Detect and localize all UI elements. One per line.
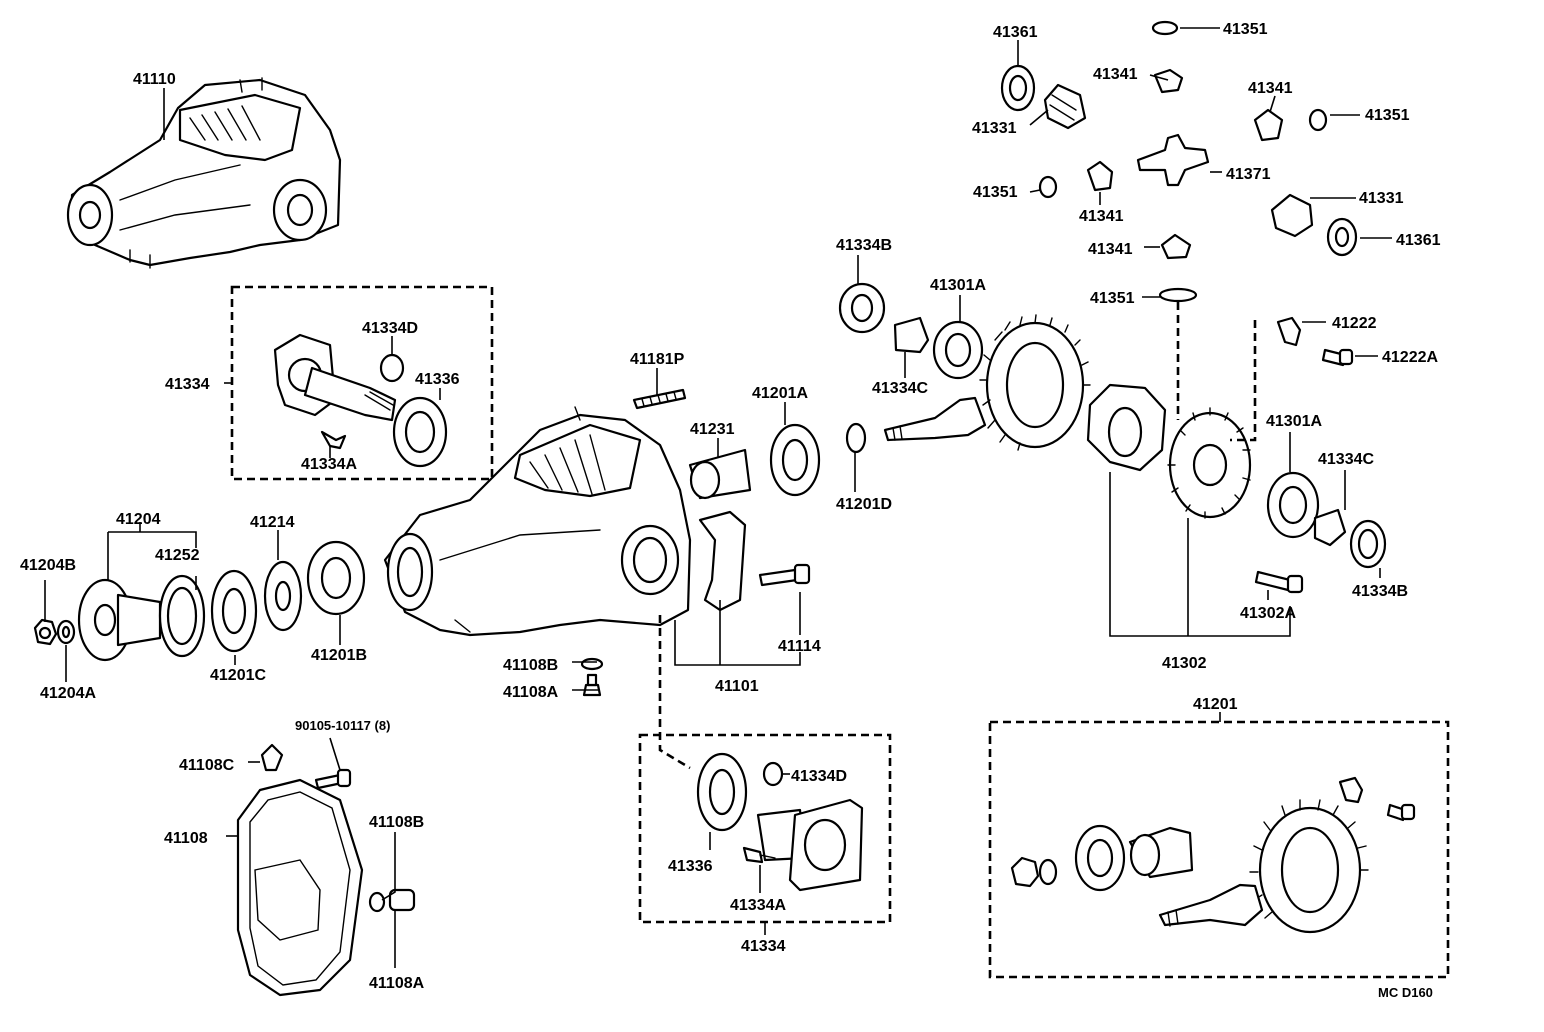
part-number-labels: 41110 41334 41334D 41336 41334A 41204 41…: [20, 21, 1441, 1000]
label-41334D-lower[interactable]: 41334D: [791, 768, 847, 785]
label-41302[interactable]: 41302: [1162, 655, 1207, 672]
axle-shaft-kit-41334-upper: [230, 285, 494, 481]
label-41108C[interactable]: 41108C: [179, 757, 235, 774]
label-41341-a[interactable]: 41341: [1093, 66, 1138, 83]
differential-carrier-assembly-41110: [66, 77, 342, 269]
label-41181P[interactable]: 41181P: [630, 351, 685, 368]
label-41201D[interactable]: 41201D: [836, 496, 892, 513]
bearing-41201A-left: [769, 423, 821, 497]
differential-gear-cluster: [1000, 20, 1358, 442]
label-41201A-left[interactable]: 41201A: [752, 385, 808, 402]
label-41331-left[interactable]: 41331: [972, 120, 1017, 137]
label-41204[interactable]: 41204: [116, 511, 161, 528]
label-41108A-middle[interactable]: 41108A: [503, 684, 559, 701]
label-41108A-lower[interactable]: 41108A: [369, 975, 425, 992]
label-41341-b[interactable]: 41341: [1248, 80, 1293, 97]
label-41334A-upper[interactable]: 41334A: [301, 456, 357, 473]
label-41302A[interactable]: 41302A: [1240, 605, 1296, 622]
label-41201B[interactable]: 41201B: [311, 647, 367, 664]
label-41214[interactable]: 41214: [250, 514, 295, 531]
label-41341-c[interactable]: 41341: [1079, 208, 1124, 225]
label-41201[interactable]: 41201: [1193, 696, 1238, 713]
label-41201C[interactable]: 41201C: [210, 667, 266, 684]
ring-gear-kit-41201: [988, 720, 1450, 979]
leader-lines: [44, 27, 1392, 968]
label-41361-right[interactable]: 41361: [1396, 232, 1441, 249]
axle-shaft-kit-41334-lower: [638, 615, 892, 924]
differential-carrier-41101: [383, 406, 747, 637]
carrier-cover-41108: [236, 743, 416, 997]
differential-case-41302: [1086, 383, 1387, 594]
label-41231[interactable]: 41231: [690, 421, 735, 438]
label-41108B-middle[interactable]: 41108B: [503, 657, 558, 674]
label-41331-right[interactable]: 41331: [1359, 190, 1404, 207]
label-41222[interactable]: 41222: [1332, 315, 1377, 332]
spacer-41231: [688, 448, 752, 500]
label-41351-upper[interactable]: 41351: [1223, 21, 1268, 38]
stud-bolt-41181P: [632, 388, 687, 410]
companion-flange-group-41204: [33, 540, 366, 662]
label-41334-lower[interactable]: 41334: [741, 938, 786, 955]
label-41252[interactable]: 41252: [155, 547, 200, 564]
label-41204A[interactable]: 41204A: [40, 685, 96, 702]
label-41108[interactable]: 41108: [164, 830, 208, 847]
label-90105-10117[interactable]: 90105-10117 (8): [295, 718, 390, 733]
label-41301A-right[interactable]: 41301A: [1266, 413, 1322, 430]
label-41336-lower[interactable]: 41336: [668, 858, 713, 875]
label-41336-upper[interactable]: 41336: [415, 371, 460, 388]
label-41301A-upper[interactable]: 41301A: [930, 277, 986, 294]
ring-gear-and-pinion: [838, 282, 1091, 454]
label-41204B[interactable]: 41204B: [20, 557, 76, 574]
label-41351-left[interactable]: 41351: [973, 184, 1018, 201]
label-41114[interactable]: 41114: [778, 638, 821, 655]
label-41341-d[interactable]: 41341: [1088, 241, 1133, 258]
label-41222A[interactable]: 41222A: [1382, 349, 1438, 366]
label-41334B-right[interactable]: 41334B: [1352, 583, 1408, 600]
label-41334-upper[interactable]: 41334: [165, 376, 210, 393]
label-41371[interactable]: 41371: [1226, 166, 1271, 183]
label-41334B-upper[interactable]: 41334B: [836, 237, 892, 254]
label-41351-right[interactable]: 41351: [1365, 107, 1410, 124]
label-41334C-right[interactable]: 41334C: [1318, 451, 1374, 468]
label-41361-upper[interactable]: 41361: [993, 24, 1038, 41]
label-41351-middle[interactable]: 41351: [1090, 290, 1135, 307]
label-41334D-upper[interactable]: 41334D: [362, 320, 418, 337]
label-41334C-upper[interactable]: 41334C: [872, 380, 928, 397]
diagram-code: MC D160: [1378, 985, 1433, 1000]
label-41110[interactable]: 41110: [133, 71, 176, 88]
label-41334A-lower[interactable]: 41334A: [730, 897, 786, 914]
label-41101[interactable]: 41101: [715, 678, 759, 695]
bolt-41114: [758, 563, 811, 587]
label-41108B-lower[interactable]: 41108B: [369, 814, 424, 831]
